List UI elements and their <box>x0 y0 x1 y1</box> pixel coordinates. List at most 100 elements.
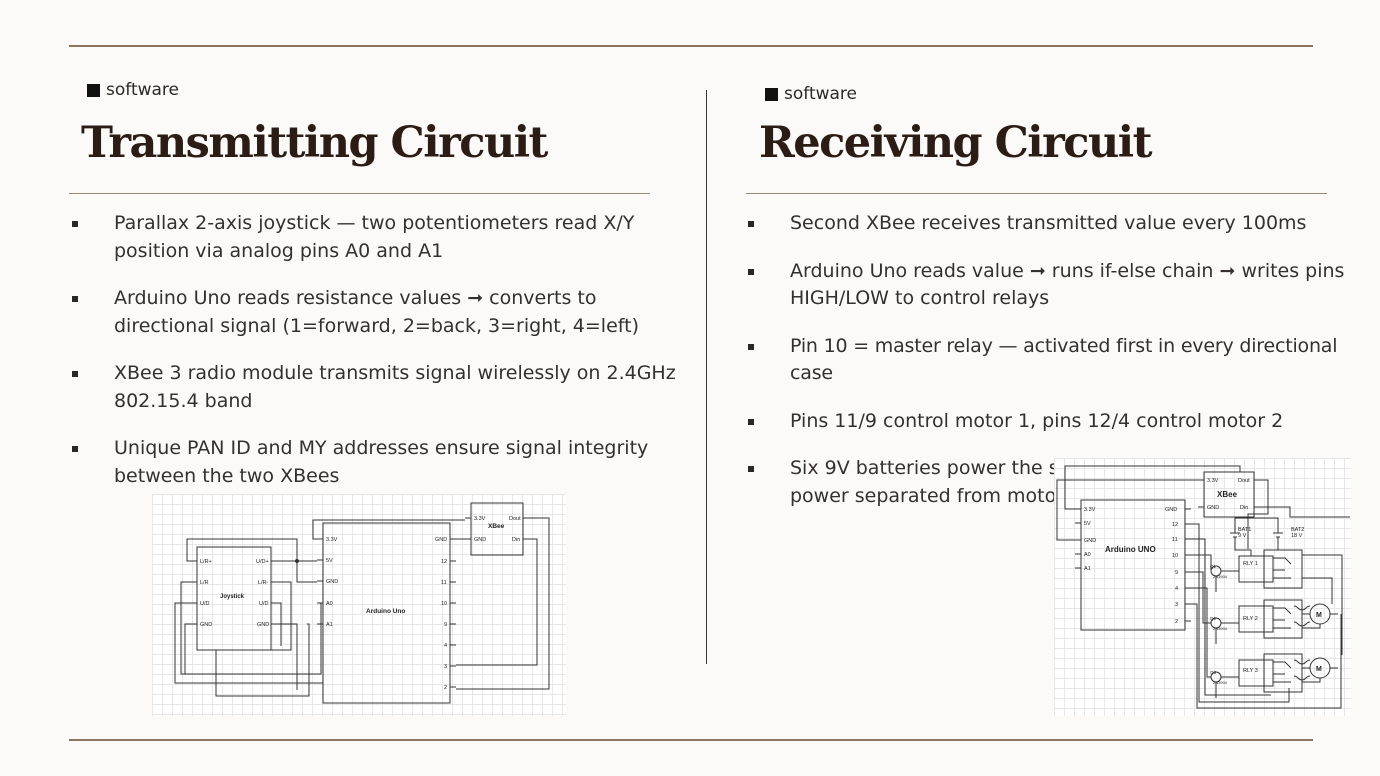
bullet-text: Parallax 2-axis joystick — two potentiom… <box>114 212 635 262</box>
xbee-pin-label: 3.3V <box>1207 478 1219 484</box>
arduino-pin-label: 3 <box>444 664 447 670</box>
relay-body <box>1238 605 1274 633</box>
arduino-label: Arduino Uno <box>366 608 405 615</box>
transistor-label: Q2 <box>1210 616 1217 621</box>
arduino-pin-label: A1 <box>1084 566 1091 572</box>
bullet-text: XBee 3 radio module transmits signal wir… <box>114 362 676 412</box>
arduino-pin-label: 4 <box>1175 586 1178 592</box>
joystick-pin-label: U/D <box>200 601 210 607</box>
relay-label: RLY 2 <box>1243 616 1258 622</box>
xbee-label: XBee <box>1217 490 1238 499</box>
column-divider <box>706 90 707 664</box>
arduino-pin-label: GND <box>1165 507 1177 513</box>
list-item: XBee 3 radio module transmits signal wir… <box>70 360 690 415</box>
transistor-label: Q1 <box>1210 564 1217 569</box>
xbee-pin-label: GND <box>1207 505 1219 511</box>
arduino-pin-label: GND <box>326 579 338 585</box>
transmitter-schematic: 3.3V 5V GND A0 A1 GND 12 11 10 9 4 3 2 L… <box>152 494 566 716</box>
right-section-tag: software <box>765 84 857 104</box>
arduino-pin-label: 2 <box>1175 619 1178 625</box>
xbee-pin-label: Din <box>512 537 520 543</box>
top-rule <box>69 45 1313 47</box>
list-item: Pins 11/9 control motor 1, pins 12/4 con… <box>746 408 1356 436</box>
square-bullet-icon <box>87 83 100 97</box>
arduino-label: Arduino UNO <box>1105 545 1156 554</box>
arduino-pin-label: 11 <box>1172 537 1178 543</box>
battery-label: BAT1 <box>1238 527 1251 533</box>
battery-value: 18 V <box>1291 533 1303 539</box>
bullet-icon <box>72 446 78 452</box>
bullet-text: Arduino Uno reads value ➞ runs if-else c… <box>790 259 1345 310</box>
battery-label: BAT2 <box>1291 527 1304 533</box>
arduino-pin-label: 11 <box>441 580 447 586</box>
relay-body <box>1238 659 1274 687</box>
bullet-text: Pin 10 = master relay — activated first … <box>790 334 1338 385</box>
arduino-pin-label: 12 <box>441 559 447 565</box>
arduino-pin-label: 9 <box>1175 570 1178 576</box>
joystick-pin-label: U/D+ <box>256 559 269 565</box>
joystick-pin-label: L/R- <box>258 580 269 586</box>
left-title-rule <box>69 193 650 194</box>
bottom-rule <box>69 739 1313 741</box>
arduino-pin-label: 5V <box>1084 521 1091 527</box>
arduino-pin-label: 10 <box>441 601 447 607</box>
list-item: Pin 10 = master relay — activated first … <box>746 333 1356 388</box>
bullet-icon <box>72 371 78 377</box>
arduino-pin-label: 3.3V <box>1084 507 1096 513</box>
bullet-icon <box>748 466 754 472</box>
arduino-pin-label: 4 <box>444 643 447 649</box>
motor-label: M <box>1316 666 1322 673</box>
arduino-pin-label: 9 <box>444 622 447 628</box>
motor-label: M <box>1316 612 1322 619</box>
arduino-pin-label: 10 <box>1172 553 1178 559</box>
xbee-pin-label: GND <box>474 537 486 543</box>
arduino-pin-label: A0 <box>1084 552 1091 558</box>
bullet-icon <box>748 343 754 350</box>
xbee-pin-label: Dout <box>509 516 521 522</box>
transistor-part: 2N3904 <box>1213 574 1228 579</box>
bullet-text: Second XBee receives transmitted value e… <box>790 212 1307 234</box>
transistor-part: 2N3904 <box>1213 626 1228 631</box>
relay-label: RLY 3 <box>1243 668 1258 674</box>
xbee-pin-label: 3.3V <box>474 516 486 522</box>
bullet-text: Pins 11/9 control motor 1, pins 12/4 con… <box>790 409 1284 432</box>
right-title-rule <box>746 193 1327 194</box>
xbee-body <box>470 502 524 556</box>
bullet-text: Unique PAN ID and MY addresses ensure si… <box>114 437 649 487</box>
joystick-pin-label: U/D <box>259 601 269 607</box>
joystick-pin-label: GND <box>257 622 269 628</box>
list-item: Arduino Uno reads value ➞ runs if-else c… <box>746 258 1356 313</box>
bullet-icon <box>72 296 78 302</box>
bullet-icon <box>748 221 754 227</box>
list-item: Parallax 2-axis joystick — two potentiom… <box>70 210 690 265</box>
arduino-body <box>322 522 451 704</box>
xbee-body <box>1203 471 1255 518</box>
arduino-pin-label: A0 <box>326 601 333 607</box>
transmitter-schematic-svg: 3.3V 5V GND A0 A1 GND 12 11 10 9 4 3 2 L… <box>174 502 550 704</box>
left-section-tag: software <box>87 80 179 100</box>
list-item: Unique PAN ID and MY addresses ensure si… <box>70 435 690 490</box>
list-item: Second XBee receives transmitted value e… <box>746 210 1356 238</box>
arduino-body <box>1080 499 1186 631</box>
bullet-icon <box>748 268 754 275</box>
xbee-pin-label: Din <box>1240 505 1248 511</box>
bullet-icon <box>748 418 754 425</box>
arduino-pin-label: 3.3V <box>326 537 338 543</box>
arduino-pin-label: 3 <box>1175 602 1178 608</box>
left-tag-label: software <box>106 80 180 100</box>
arduino-pin-label: 2 <box>444 685 447 691</box>
relay-label: RLY 1 <box>1243 561 1258 567</box>
arduino-pin-label: A1 <box>326 622 333 628</box>
left-title: Transmitting Circuit <box>81 118 548 168</box>
left-bullet-list: Parallax 2-axis joystick — two potentiom… <box>70 210 690 510</box>
right-tag-label: software <box>784 84 858 104</box>
arduino-pin-label: GND <box>435 537 447 543</box>
joystick-pin-label: GND <box>200 622 212 628</box>
bullet-text: Arduino Uno reads resistance values ➞ co… <box>114 287 639 337</box>
joystick-label: Joystick <box>220 594 245 600</box>
arduino-pin-label: GND <box>1084 538 1096 544</box>
receiver-schematic: 3.3V 5V GND A0 A1 GND 12 11 10 9 4 3 2 3… <box>1054 458 1351 716</box>
joystick-pin-label: L/R+ <box>200 559 212 565</box>
list-item: Arduino Uno reads resistance values ➞ co… <box>70 285 690 340</box>
transistor-part: 2N3904 <box>1213 680 1228 685</box>
